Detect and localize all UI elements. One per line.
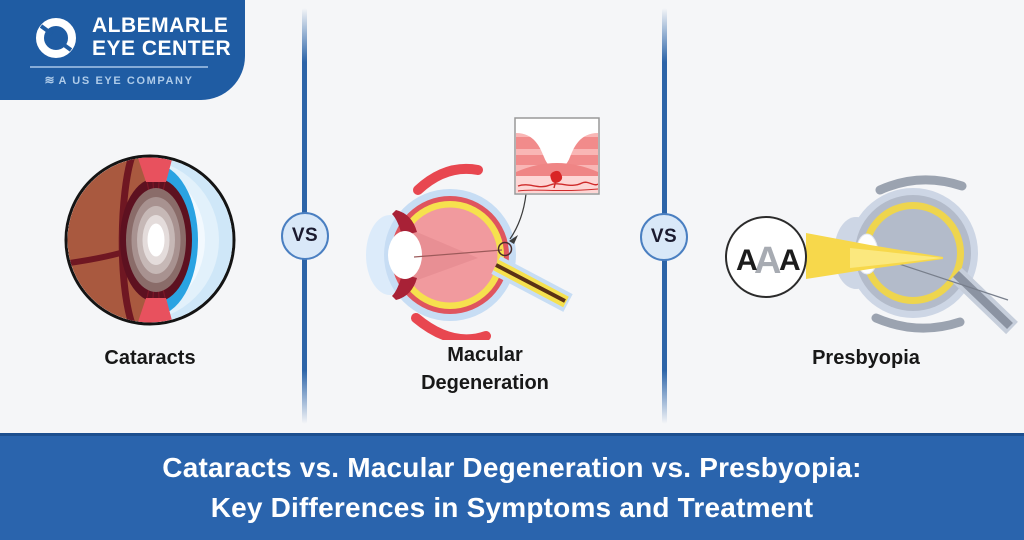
cataracts-label: Cataracts xyxy=(104,347,196,369)
logo-swirl-icon xyxy=(36,18,76,58)
vs-badge-1: VS xyxy=(281,212,329,260)
cataract-eye-illustration xyxy=(64,154,236,326)
logo-tagline-row: ≋A US EYE COMPANY xyxy=(30,73,208,87)
title-banner: Cataracts vs. Macular Degeneration vs. P… xyxy=(0,433,1024,540)
eye-chart-circle xyxy=(725,216,807,298)
presbyopia-eye-illustration: A A A xyxy=(725,175,1018,335)
macula-inset xyxy=(514,117,600,195)
logo: ALBEMARLE EYE CENTER ≋A US EYE COMPANY xyxy=(0,0,245,100)
presbyopia-label: Presbyopia xyxy=(812,347,920,369)
vs-badge-2: VS xyxy=(640,213,688,261)
eye-chart-letter-right: A xyxy=(779,244,801,277)
eye-chart-letter-middle: A xyxy=(754,240,781,282)
us-eye-layers-icon: ≋ xyxy=(44,73,55,87)
banner-title-line1: Cataracts vs. Macular Degeneration vs. P… xyxy=(162,452,862,483)
logo-tagline: A US EYE COMPANY xyxy=(58,75,194,87)
macular-degeneration-label: Macular Degeneration xyxy=(421,344,549,394)
macular-degeneration-eye-illustration xyxy=(366,117,600,340)
logo-wordmark: ALBEMARLE EYE CENTER xyxy=(92,14,231,60)
eye-chart-letter-left: A xyxy=(736,244,758,277)
banner-title-line2: Key Differences in Symptoms and Treatmen… xyxy=(210,492,814,523)
logo-name-line1: ALBEMARLE xyxy=(92,14,229,37)
logo-name-line2: EYE CENTER xyxy=(92,37,232,60)
logo-divider xyxy=(30,66,208,68)
